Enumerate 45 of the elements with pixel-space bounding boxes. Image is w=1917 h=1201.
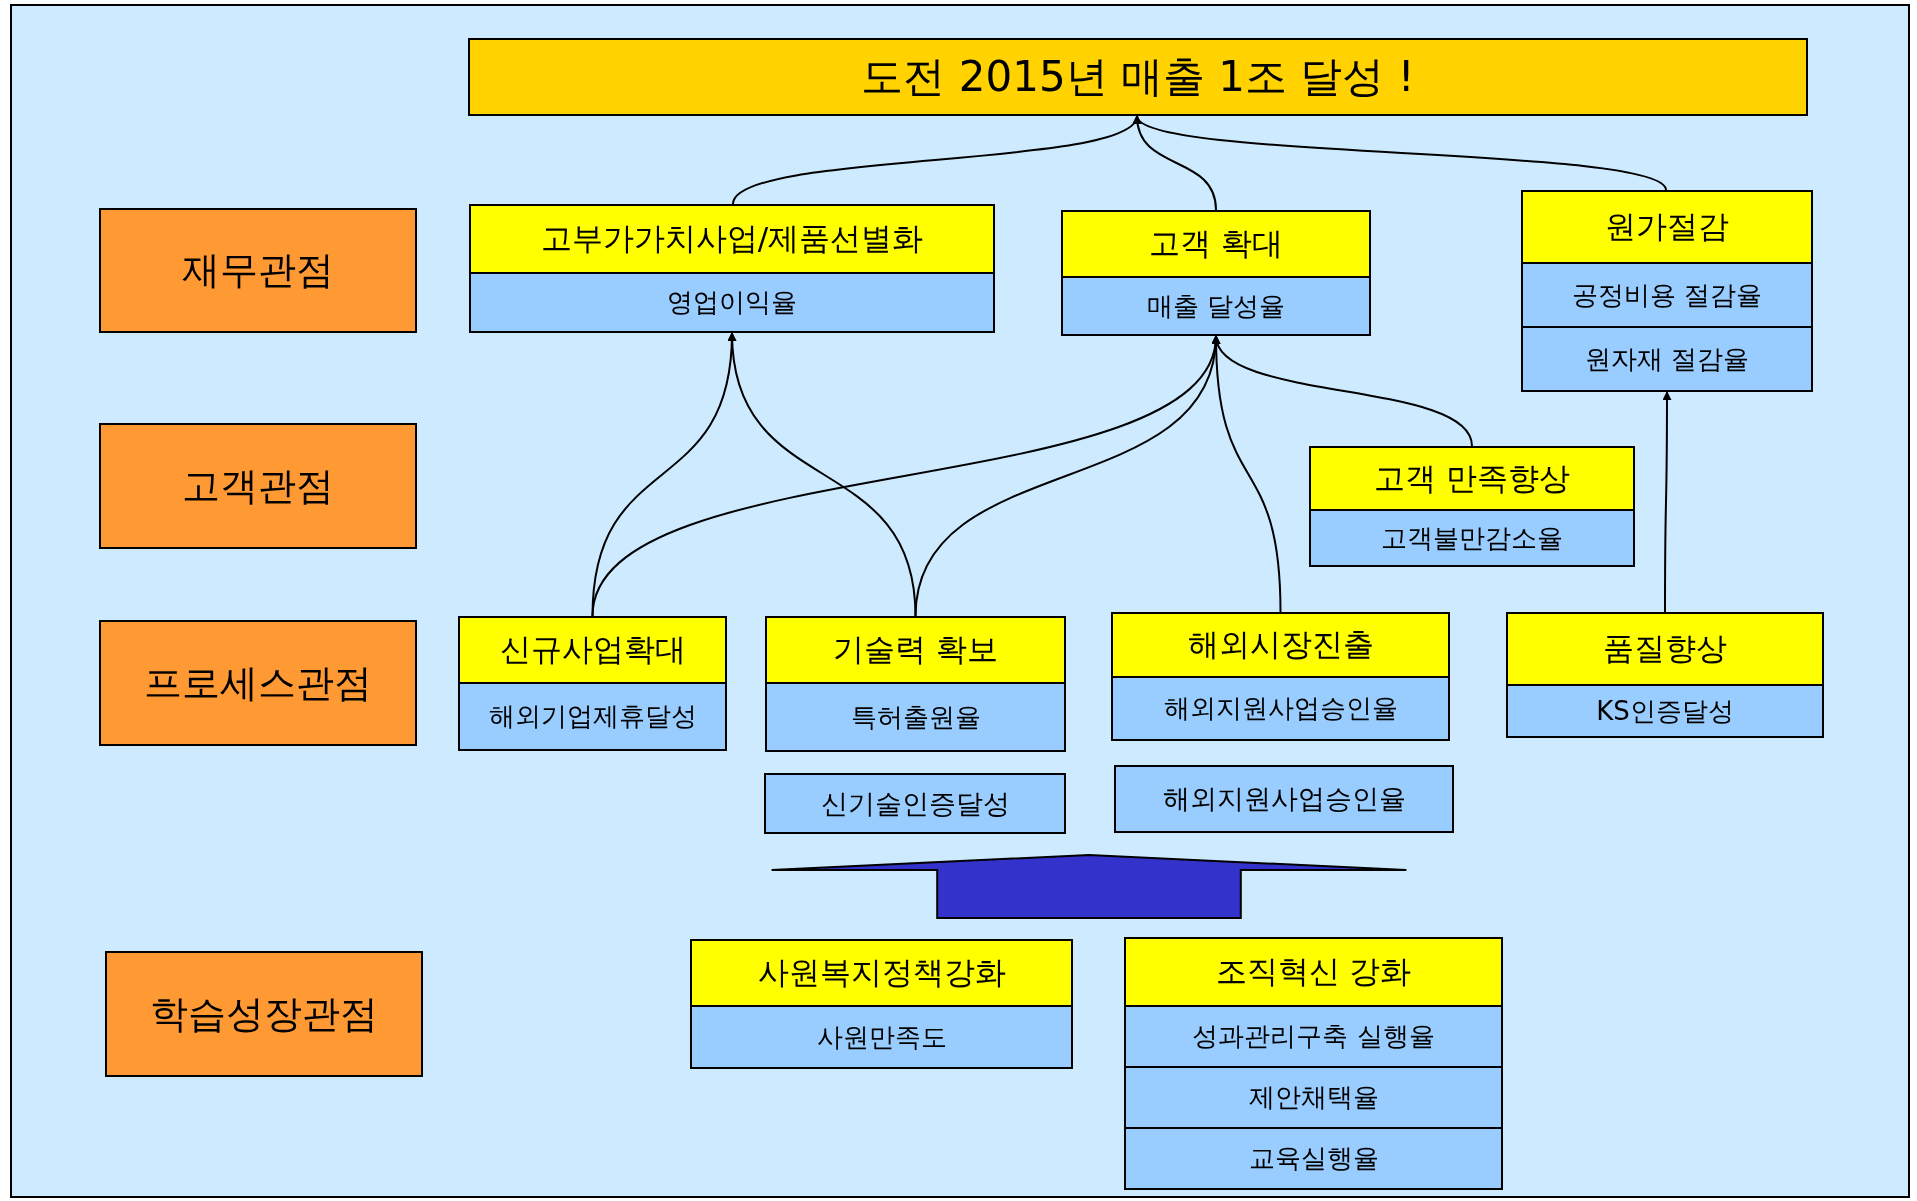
objective-card — [1521, 190, 1813, 392]
measure-row: 원자재 절감율 — [1523, 326, 1811, 390]
measure-row: 해외기업제휴달성 — [460, 684, 725, 749]
objective-card — [469, 204, 995, 333]
measure-row: 매출 달성율 — [1063, 278, 1369, 334]
objective-card — [1061, 210, 1371, 336]
objective-header: 고객 만족향상 — [1311, 448, 1633, 511]
block-arrow — [770, 854, 1408, 919]
measure-row: 영업이익율 — [471, 274, 993, 331]
objective-card — [1111, 612, 1450, 741]
objective-card — [1309, 446, 1635, 567]
measure-box: 신기술인증달성 — [764, 773, 1066, 834]
measure-row: 공정비용 절감율 — [1523, 264, 1811, 326]
objective-card — [690, 939, 1073, 1069]
objective-card — [1124, 937, 1503, 1190]
objective-header: 해외시장진출 — [1113, 614, 1448, 678]
measure-row: 고객불만감소율 — [1311, 511, 1633, 565]
objective-card — [765, 616, 1066, 752]
objective-header: 고부가가치사업/제품선별화 — [471, 206, 993, 274]
perspective-label: 학습성장관점 — [105, 951, 423, 1077]
perspective-label: 재무관점 — [99, 208, 417, 333]
objective-header: 사원복지정책강화 — [692, 941, 1071, 1007]
objective-header: 고객 확대 — [1063, 212, 1369, 278]
objective-header: 기술력 확보 — [767, 618, 1064, 684]
arrow — [1136, 115, 1667, 191]
arrow — [1662, 391, 1672, 613]
measure-row: 교육실행율 — [1126, 1127, 1501, 1188]
goal-banner: 도전 2015년 매출 1조 달성 ! — [468, 38, 1808, 116]
arrow — [1214, 335, 1473, 447]
objective-header: 원가절감 — [1523, 192, 1811, 264]
objective-header: 품질향상 — [1508, 614, 1822, 686]
objective-card — [458, 616, 727, 751]
measure-row: 성과관리구축 실행율 — [1126, 1007, 1501, 1066]
measure-row: 제안채택율 — [1126, 1066, 1501, 1127]
measure-row: 특허출원율 — [767, 684, 1064, 750]
measure-row: 해외지원사업승인율 — [1113, 678, 1448, 739]
measure-row: KS인증달성 — [1508, 686, 1822, 736]
measure-box: 해외지원사업승인율 — [1114, 765, 1454, 833]
perspective-label: 프로세스관점 — [99, 620, 417, 746]
perspective-label: 고객관점 — [99, 423, 417, 549]
objective-header: 조직혁신 강화 — [1126, 939, 1501, 1007]
objective-header: 신규사업확대 — [460, 618, 725, 684]
arrow — [728, 332, 917, 617]
measure-row: 사원만족도 — [692, 1007, 1071, 1067]
objective-card — [1506, 612, 1824, 738]
